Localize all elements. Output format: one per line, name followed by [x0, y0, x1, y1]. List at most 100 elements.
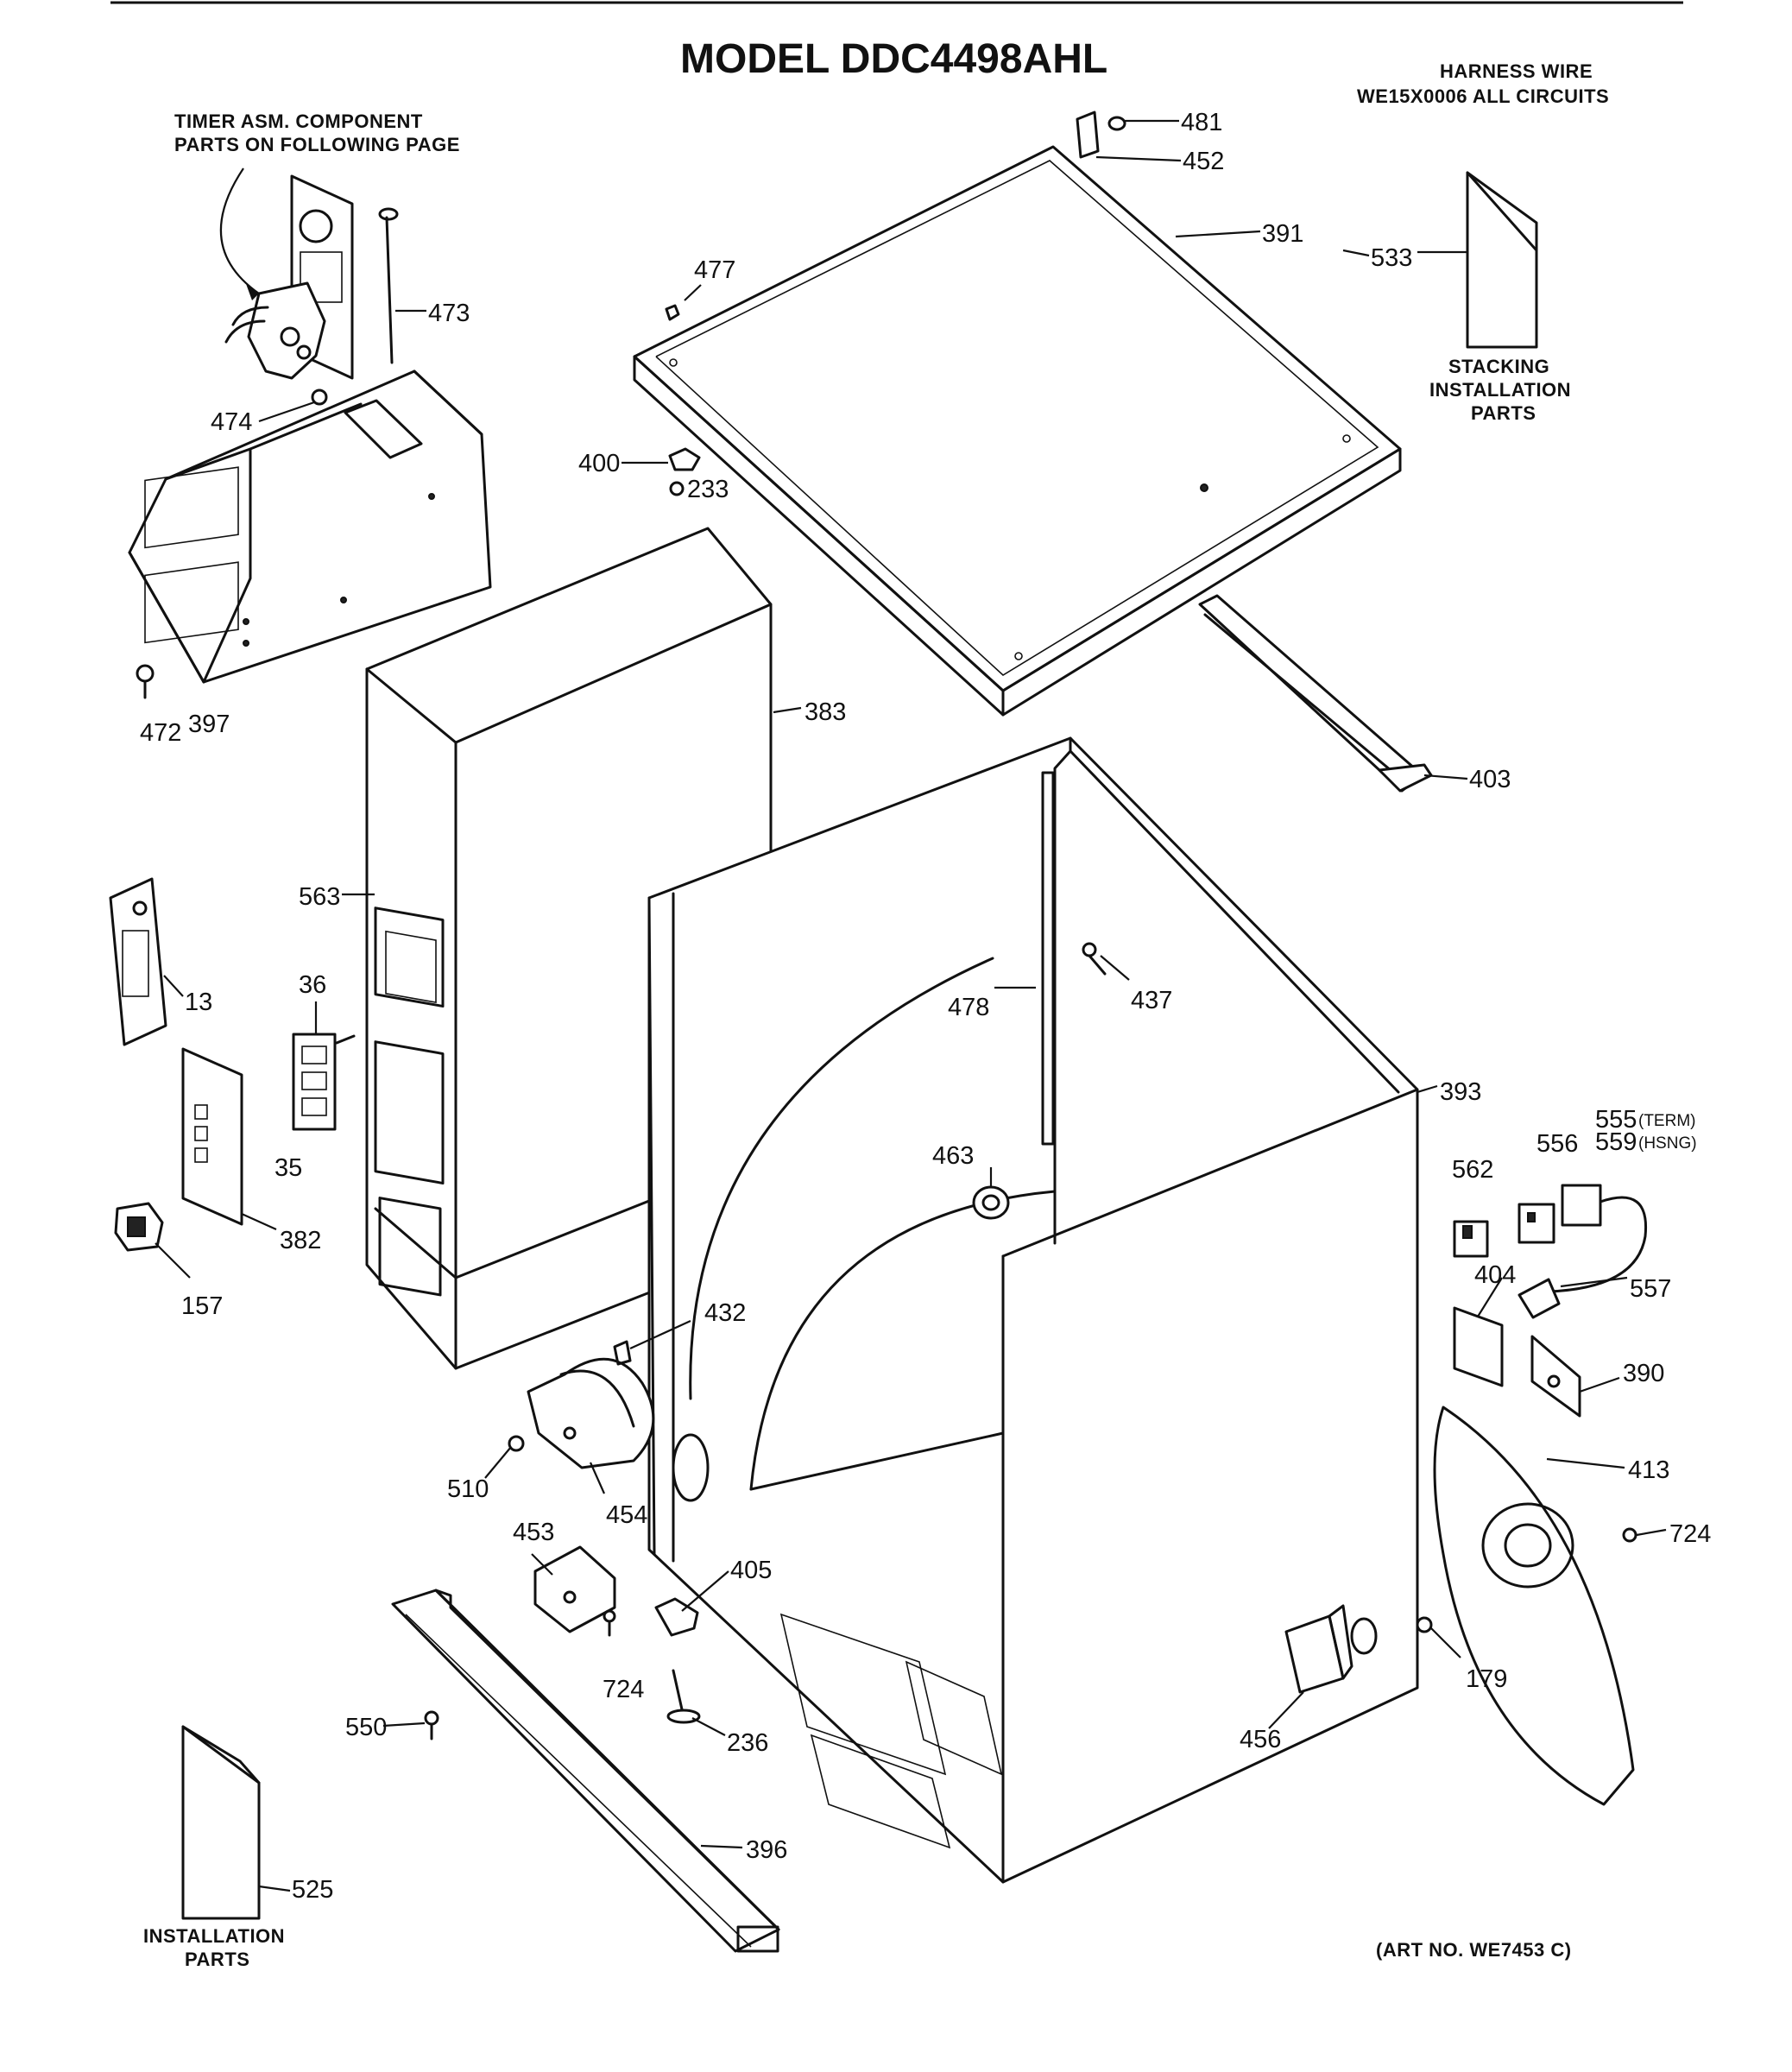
label-236: 236 [727, 1729, 768, 1757]
label-510: 510 [447, 1475, 489, 1503]
label-562: 562 [1452, 1156, 1493, 1184]
label-559-note: (HSNG) [1638, 1134, 1697, 1153]
label-463: 463 [932, 1142, 974, 1170]
power-cord-557 [1518, 1196, 1648, 1319]
stacking-note-line3: PARTS [1471, 402, 1536, 424]
label-452: 452 [1183, 148, 1224, 175]
strain-relief-390 [1530, 1335, 1581, 1418]
label-233: 233 [687, 476, 729, 503]
leader-lines [155, 119, 1667, 1892]
terminal-block-556 [1518, 1203, 1555, 1244]
screw-724-rear [1622, 1527, 1637, 1543]
top-panel [633, 145, 1402, 717]
clip-400 [668, 447, 701, 471]
label-179: 179 [1466, 1665, 1507, 1693]
clip-405 [654, 1597, 699, 1637]
label-472: 472 [140, 719, 181, 747]
label-404: 404 [1474, 1261, 1516, 1289]
top-hinge-bracket [1076, 111, 1126, 159]
timer-note-line2: PARTS ON FOLLOWING PAGE [174, 134, 460, 155]
part-numbers: 481 452 391 533 477 473 474 400 233 472 … [140, 109, 1711, 1904]
screw-550 [424, 1710, 439, 1740]
nameplate-13 [109, 877, 167, 1046]
label-403: 403 [1469, 766, 1511, 793]
bracket-453 [533, 1545, 616, 1633]
label-477: 477 [694, 256, 735, 284]
screw-474 [311, 388, 328, 406]
trim-strip-403 [1198, 594, 1433, 793]
timer-note-line1: TIMER ASM. COMPONENT [174, 111, 423, 132]
label-413: 413 [1628, 1456, 1669, 1484]
label-555-note: (TERM) [1638, 1112, 1695, 1130]
screw-477 [665, 304, 680, 321]
connector-562 [1453, 1220, 1489, 1258]
label-437: 437 [1131, 987, 1172, 1014]
label-396: 396 [746, 1836, 787, 1864]
clip-432 [613, 1340, 632, 1366]
label-36: 36 [299, 971, 326, 999]
label-724-rear: 724 [1669, 1520, 1711, 1548]
label-563: 563 [299, 883, 340, 911]
label-559: 559 [1595, 1128, 1637, 1156]
label-473: 473 [428, 300, 470, 327]
stacking-note-line2: INSTALLATION [1429, 379, 1571, 401]
stacking-note-line1: STACKING [1448, 356, 1549, 377]
screw-179 [1416, 1616, 1433, 1633]
label-391: 391 [1262, 220, 1303, 248]
cover-plate-404 [1453, 1306, 1504, 1387]
label-533: 533 [1371, 244, 1412, 272]
installation-parts-envelope [181, 1725, 261, 1920]
label-478: 478 [948, 994, 989, 1021]
install-note-line2: PARTS [185, 1949, 249, 1970]
bearing-bracket-454 [527, 1357, 655, 1469]
timer-assembly [224, 174, 354, 380]
label-397: 397 [188, 711, 230, 738]
label-382: 382 [280, 1227, 321, 1254]
switch-35-36 [292, 1033, 356, 1131]
stacking-parts-envelope [1466, 171, 1538, 349]
timer-callout-arrowhead [245, 281, 259, 300]
label-550: 550 [345, 1714, 387, 1741]
grommet-463 [972, 1185, 1010, 1220]
label-157: 157 [181, 1292, 223, 1320]
label-453: 453 [513, 1519, 554, 1546]
switch-157 [114, 1202, 164, 1252]
label-556: 556 [1536, 1130, 1578, 1158]
label-393: 393 [1440, 1078, 1481, 1106]
terminal-housing-555-559 [1561, 1184, 1602, 1227]
screw-724-lower [603, 1609, 616, 1637]
label-432: 432 [704, 1299, 746, 1327]
label-405: 405 [730, 1557, 772, 1584]
label-35: 35 [274, 1154, 302, 1182]
screw-472 [136, 664, 155, 699]
toe-kick-396 [391, 1589, 780, 1953]
label-724-lower: 724 [603, 1676, 644, 1703]
label-13: 13 [185, 989, 212, 1016]
timer-callout-arrow [219, 167, 260, 294]
model-title: MODEL DDC4498AHL [680, 36, 1107, 82]
art-number: (ART NO. WE7453 C) [1376, 1939, 1572, 1961]
harness-note-line2: WE15X0006 ALL CIRCUITS [1357, 85, 1609, 107]
harness-note-line1: HARNESS WIRE [1440, 60, 1593, 82]
label-525: 525 [292, 1876, 333, 1904]
label-390: 390 [1623, 1360, 1664, 1387]
leveling-leg-236 [666, 1669, 701, 1724]
cabinet [647, 736, 1419, 1884]
install-note-line1: INSTALLATION [143, 1925, 285, 1947]
label-557: 557 [1630, 1275, 1671, 1303]
label-481: 481 [1181, 109, 1222, 136]
label-474: 474 [211, 408, 252, 436]
screw-510 [508, 1435, 525, 1452]
screw-233 [669, 481, 685, 496]
rod-473 [378, 207, 399, 364]
control-panel-382 [181, 1047, 243, 1226]
label-456: 456 [1240, 1726, 1281, 1753]
label-555: 555 [1595, 1106, 1637, 1134]
screw-437 [1082, 942, 1107, 976]
rear-duct-panel-413 [1433, 1406, 1635, 1806]
control-box [128, 370, 492, 684]
label-454: 454 [606, 1501, 647, 1529]
label-383: 383 [805, 698, 846, 726]
label-400: 400 [578, 450, 620, 477]
